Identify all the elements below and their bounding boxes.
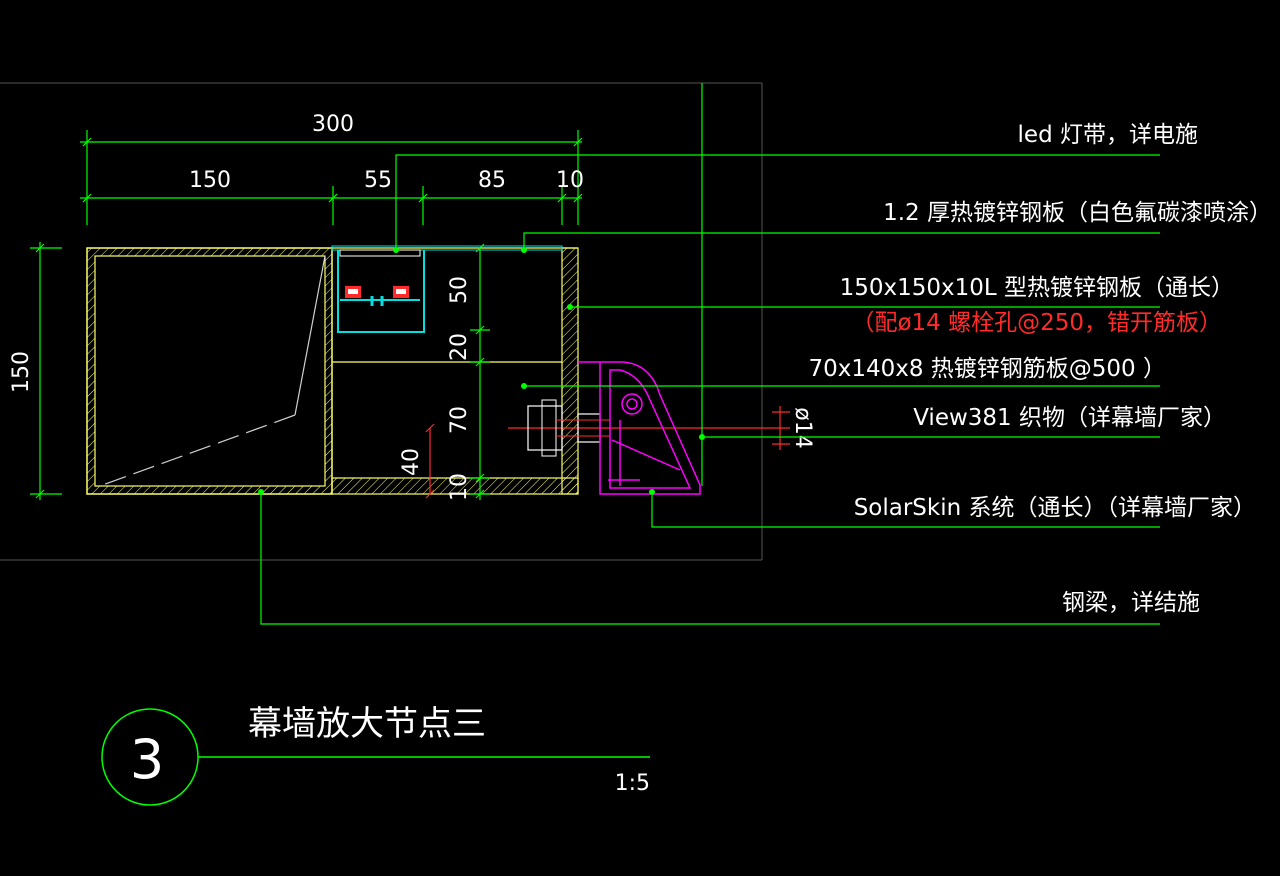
detail-number: 3 <box>130 728 164 791</box>
viewport-frame <box>0 82 763 561</box>
bolt-hole-marks <box>772 406 790 450</box>
bolt-assembly <box>425 399 790 499</box>
dim-inner-4: 10 <box>447 473 472 501</box>
detail-title: 幕墙放大节点三 <box>248 704 486 744</box>
led-strip-channel <box>337 249 425 333</box>
annotation-sheet: 1.2 厚热镀锌钢板（白色氟碳漆喷涂） <box>883 200 1272 226</box>
dim-segment-3: 85 <box>478 168 506 193</box>
dim-inner-1: 50 <box>447 276 472 304</box>
leader-lines <box>260 83 1160 625</box>
dim-segment-2: 55 <box>364 168 392 193</box>
annotation-fabric: View381 织物（详幕墙厂家） <box>913 405 1226 431</box>
dim-bolt-diameter: ø14 <box>790 407 815 448</box>
annotation-rib: 70x140x8 热镀锌钢筋板@500 ） <box>808 356 1166 382</box>
dim-inner-3: 70 <box>447 406 472 434</box>
annotation-beam: 钢梁，详结施 <box>1062 590 1200 616</box>
left-dimension <box>30 242 62 500</box>
solarskin-profile <box>578 361 701 495</box>
steel-angle-channel <box>331 245 579 495</box>
dim-segment-1: 150 <box>189 168 231 193</box>
annotation-led: led 灯带，详电施 <box>1018 122 1198 148</box>
dim-overall-width: 300 <box>312 112 354 137</box>
dim-overall-height: 150 <box>9 351 34 393</box>
annotation-angle: 150x150x10L 型热镀锌钢板（通长） <box>840 275 1234 301</box>
leader-dots <box>258 247 705 495</box>
top-dimension-lines <box>80 130 583 225</box>
annotation-bolt-note: （配ø14 螺栓孔@250，错开筋板） <box>851 310 1222 336</box>
annotation-solarskin: SolarSkin 系统（通长）（详幕墙厂家） <box>854 495 1256 521</box>
steel-beam-box <box>86 247 333 495</box>
dim-segment-4: 10 <box>556 168 584 193</box>
title-block <box>101 708 650 806</box>
dim-bolt-offset: 40 <box>399 448 424 476</box>
dim-inner-2: 20 <box>447 333 472 361</box>
detail-scale: 1:5 <box>615 771 650 796</box>
inner-dimensions <box>470 243 490 500</box>
